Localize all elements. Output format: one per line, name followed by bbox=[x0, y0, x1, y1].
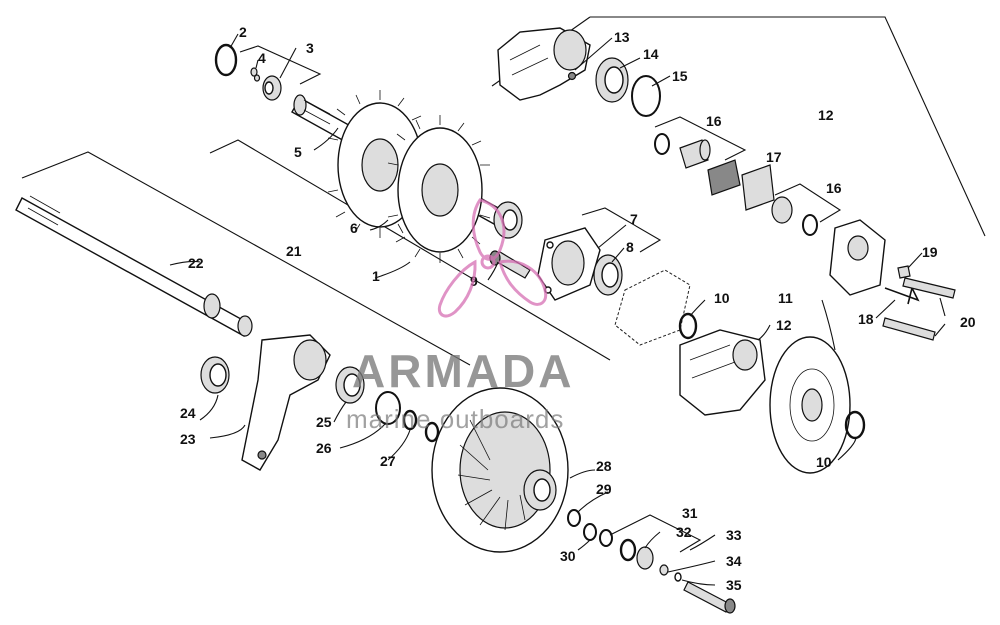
part-brake-pads-17 bbox=[707, 159, 775, 211]
callout-7: 7 bbox=[630, 211, 638, 227]
bracket-12 bbox=[590, 16, 986, 237]
callout-1: 1 bbox=[372, 268, 380, 284]
part-bearing-14 bbox=[595, 57, 629, 103]
callout-31: 31 bbox=[682, 505, 698, 521]
callout-26: 26 bbox=[316, 440, 332, 456]
callout-23: 23 bbox=[180, 431, 196, 447]
part-brake-disc bbox=[769, 336, 851, 474]
callout-34: 34 bbox=[726, 553, 742, 569]
callout-15: 15 bbox=[672, 68, 688, 84]
part-bearing-25 bbox=[335, 366, 365, 404]
callout-8: 8 bbox=[626, 239, 634, 255]
part-brake-caliper-lower bbox=[829, 219, 886, 296]
part-oring-15 bbox=[631, 75, 661, 117]
callout-32: 32 bbox=[676, 524, 692, 540]
part-washer-29 bbox=[567, 509, 581, 527]
bracket-7 bbox=[581, 207, 662, 253]
part-fitting-19 bbox=[897, 265, 911, 279]
callout-25: 25 bbox=[316, 414, 332, 430]
bracket-21 bbox=[21, 151, 471, 366]
callout-18: 18 bbox=[858, 311, 874, 327]
bracket-31 bbox=[609, 514, 702, 553]
callout-2: 2 bbox=[239, 24, 247, 40]
leader-lines bbox=[169, 33, 946, 586]
part-bolt-35 bbox=[683, 581, 736, 614]
part-jackshaft bbox=[15, 195, 253, 337]
callout-6: 6 bbox=[350, 220, 358, 236]
part-washer-33 bbox=[659, 564, 669, 576]
part-bearing-housing-23 bbox=[241, 334, 331, 471]
callout-3: 3 bbox=[306, 40, 314, 56]
part-retaining-ring bbox=[214, 43, 238, 77]
callout-21: 21 bbox=[286, 243, 302, 259]
callout-11: 11 bbox=[778, 290, 793, 306]
callout-24: 24 bbox=[180, 405, 196, 421]
callout-12a: 12 bbox=[818, 107, 834, 123]
callout-10a: 10 bbox=[714, 290, 730, 306]
part-bushings-16b bbox=[771, 196, 818, 236]
part-bushings-16a bbox=[654, 133, 711, 169]
callout-labels: 1 2 3 4 5 6 7 8 9 10 10 11 12 12 13 14 1… bbox=[180, 24, 976, 593]
part-ring-10b bbox=[844, 410, 866, 440]
part-washer-34 bbox=[674, 572, 682, 582]
part-bearing-small bbox=[262, 75, 282, 101]
part-bolts-20 bbox=[882, 277, 956, 341]
part-spacers-32 bbox=[619, 538, 654, 570]
bracket-16a bbox=[654, 116, 747, 161]
callout-28: 28 bbox=[596, 458, 612, 474]
callout-22: 22 bbox=[188, 255, 204, 271]
callout-29: 29 bbox=[596, 481, 612, 497]
part-brake-caliper-upper bbox=[497, 27, 591, 101]
callout-5: 5 bbox=[294, 144, 302, 160]
part-bearing-24 bbox=[200, 356, 230, 394]
bracket-16b bbox=[774, 183, 842, 223]
callout-33: 33 bbox=[726, 527, 742, 543]
watermark: ARMADA marine outboards bbox=[346, 198, 574, 434]
callout-30: 30 bbox=[560, 548, 576, 564]
part-oring-26 bbox=[375, 391, 401, 425]
part-washers-27 bbox=[402, 409, 440, 443]
callout-27: 27 bbox=[380, 453, 396, 469]
part-driven-clutch bbox=[431, 387, 569, 553]
callout-16b: 16 bbox=[826, 180, 842, 196]
part-washers-30 bbox=[583, 523, 613, 547]
callout-10b: 10 bbox=[816, 454, 832, 470]
part-spring-18 bbox=[884, 285, 920, 305]
part-key bbox=[250, 67, 261, 82]
part-brake-caliper-mid bbox=[679, 329, 766, 416]
bracket-1 bbox=[209, 139, 611, 361]
watermark-tagline: marine outboards bbox=[346, 404, 564, 434]
callout-35: 35 bbox=[726, 577, 742, 593]
watermark-brand: ARMADA bbox=[352, 345, 574, 397]
part-track-sprocket bbox=[327, 90, 491, 263]
part-ring-10a bbox=[678, 312, 698, 340]
part-seal bbox=[593, 254, 623, 296]
callout-13: 13 bbox=[614, 29, 630, 45]
part-bearing-flange bbox=[537, 227, 601, 301]
callout-19: 19 bbox=[922, 244, 938, 260]
callout-4: 4 bbox=[258, 50, 266, 66]
callout-16a: 16 bbox=[706, 113, 722, 129]
part-gasket-outline bbox=[614, 269, 691, 346]
callout-14: 14 bbox=[643, 46, 659, 62]
armada-propeller-logo-icon bbox=[437, 198, 548, 318]
callout-17: 17 bbox=[766, 149, 782, 165]
callout-12b: 12 bbox=[776, 317, 792, 333]
callout-20: 20 bbox=[960, 314, 976, 330]
